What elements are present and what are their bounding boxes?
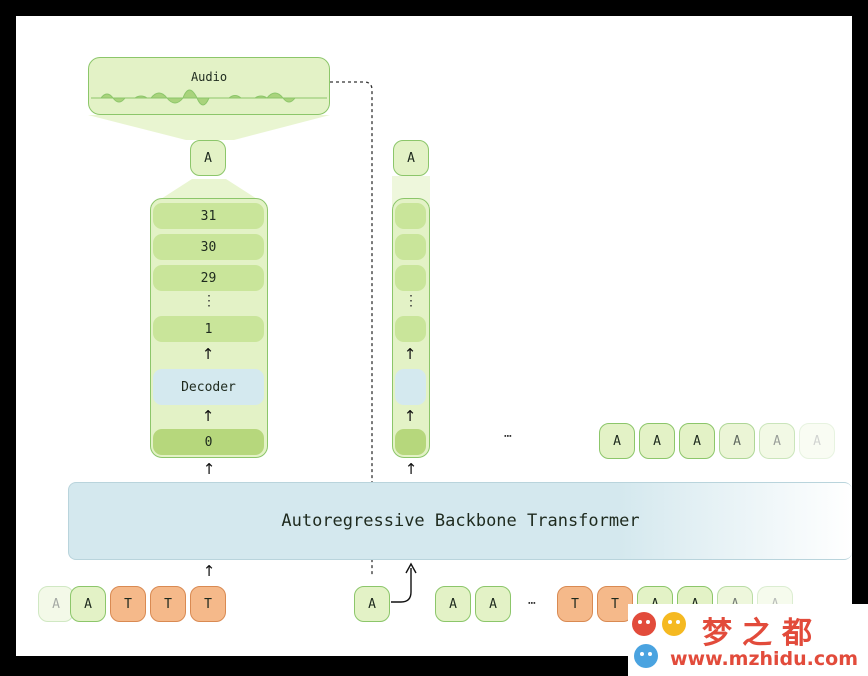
up-arrow-icon: ↑ bbox=[403, 407, 417, 425]
input-token-text: T bbox=[597, 586, 633, 622]
input-token: A bbox=[38, 586, 74, 622]
output-token: A bbox=[599, 423, 635, 459]
backbone-transformer: Autoregressive Backbone Transformer bbox=[68, 482, 852, 560]
layer-29: 29 bbox=[153, 265, 264, 291]
second-layer-base bbox=[395, 429, 426, 455]
second-output-token: A bbox=[393, 140, 429, 176]
input-token-text: T bbox=[110, 586, 146, 622]
audio-box: Audio bbox=[88, 57, 330, 115]
second-layer bbox=[395, 316, 426, 342]
output-token: A bbox=[759, 423, 795, 459]
watermark: 梦之都 www.mzhidu.com bbox=[628, 604, 868, 676]
layer-1: 1 bbox=[153, 316, 264, 342]
waveform-icon bbox=[91, 89, 327, 106]
layer-0: 0 bbox=[153, 429, 264, 455]
up-arrow-icon: ↑ bbox=[202, 562, 216, 580]
output-ellipsis: ⋯ bbox=[504, 429, 512, 444]
backbone-label: Autoregressive Backbone Transformer bbox=[281, 511, 640, 531]
output-token: A bbox=[639, 423, 675, 459]
decoder-block: Decoder bbox=[153, 369, 264, 405]
watermark-url: www.mzhidu.com bbox=[670, 648, 859, 670]
up-arrow-icon: ↑ bbox=[201, 407, 215, 425]
output-token: A bbox=[719, 423, 755, 459]
second-layer bbox=[395, 203, 426, 229]
decoder-output-token: A bbox=[190, 140, 226, 176]
up-arrow-icon: ↑ bbox=[201, 345, 215, 363]
layer-30: 30 bbox=[153, 234, 264, 260]
input-token: A bbox=[354, 586, 390, 622]
up-arrow-icon: ↑ bbox=[403, 345, 417, 363]
diagram-canvas: Audio A 31 30 29 ⋮ 1 ↑ Decoder ↑ 0 ↑ A ⋮… bbox=[16, 16, 852, 656]
input-token-text: T bbox=[557, 586, 593, 622]
output-token: A bbox=[799, 423, 835, 459]
decoder-column: 31 30 29 ⋮ 1 ↑ Decoder ↑ 0 bbox=[150, 198, 268, 458]
audio-label: Audio bbox=[190, 70, 228, 84]
input-token: A bbox=[435, 586, 471, 622]
input-token: A bbox=[475, 586, 511, 622]
up-arrow-icon: ↑ bbox=[202, 460, 216, 478]
second-layer bbox=[395, 265, 426, 291]
second-ellipsis: ⋮ bbox=[404, 293, 418, 309]
second-column: ⋮ ↑ ↑ bbox=[392, 198, 430, 458]
output-token: A bbox=[679, 423, 715, 459]
chat-bubbles-icon bbox=[632, 612, 686, 668]
layer-ellipsis: ⋮ bbox=[202, 293, 216, 309]
input-token-text: T bbox=[150, 586, 186, 622]
input-ellipsis: ⋯ bbox=[528, 596, 536, 611]
second-layer bbox=[395, 234, 426, 260]
watermark-title: 梦之都 bbox=[702, 616, 822, 651]
input-token-text: T bbox=[190, 586, 226, 622]
up-arrow-icon: ↑ bbox=[404, 460, 418, 478]
second-decoder-block bbox=[395, 369, 426, 405]
layer-31: 31 bbox=[153, 203, 264, 229]
input-token: A bbox=[70, 586, 106, 622]
